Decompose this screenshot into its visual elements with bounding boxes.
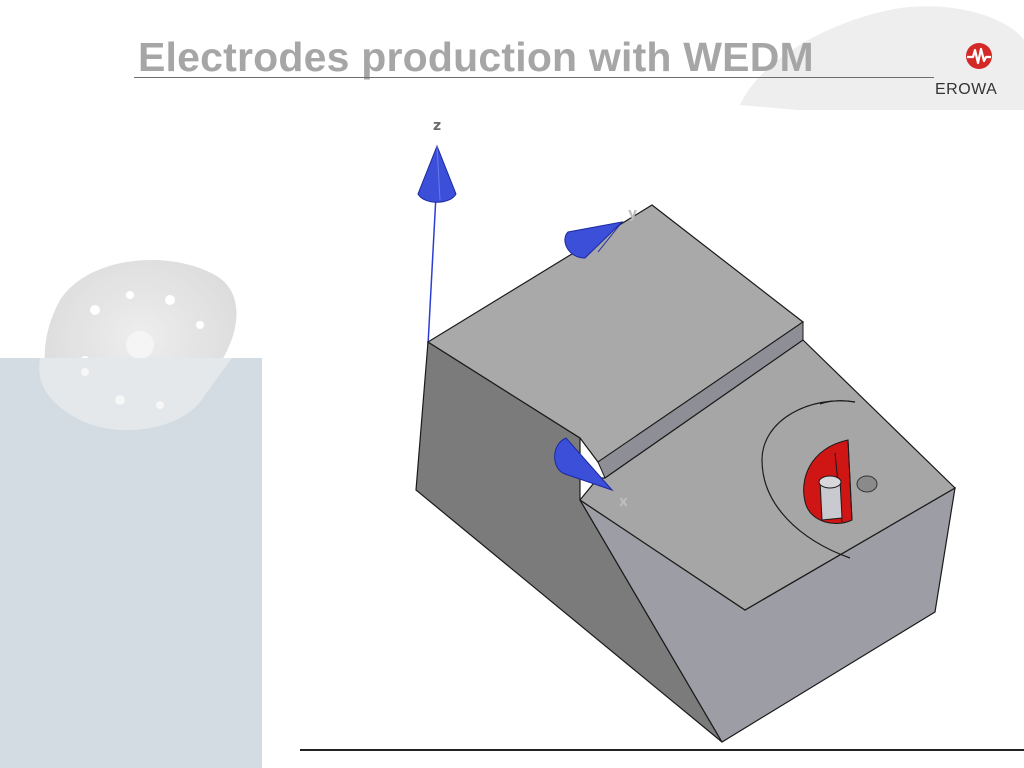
bottom-divider [300, 749, 1024, 751]
pin-hole [856, 475, 878, 493]
z-axis-label: z [433, 118, 441, 134]
x-axis-label: x [619, 494, 628, 510]
circular-recess [761, 400, 856, 559]
electrode-cut-pocket [803, 439, 853, 524]
slide-title: Electrodes production with WEDM [138, 34, 814, 80]
z-axis-line [427, 194, 437, 346]
y-axis-arrow-icon [564, 221, 624, 259]
erowa-pulse-icon [966, 43, 992, 69]
logo-brand-text: EROWA [935, 81, 998, 98]
x-axis-arrow-icon [554, 437, 614, 492]
title-divider [134, 77, 934, 78]
erowa-logo: EROWA [935, 42, 1023, 102]
y-axis-label: y [628, 206, 637, 222]
z-axis-arrow-icon [417, 144, 457, 203]
